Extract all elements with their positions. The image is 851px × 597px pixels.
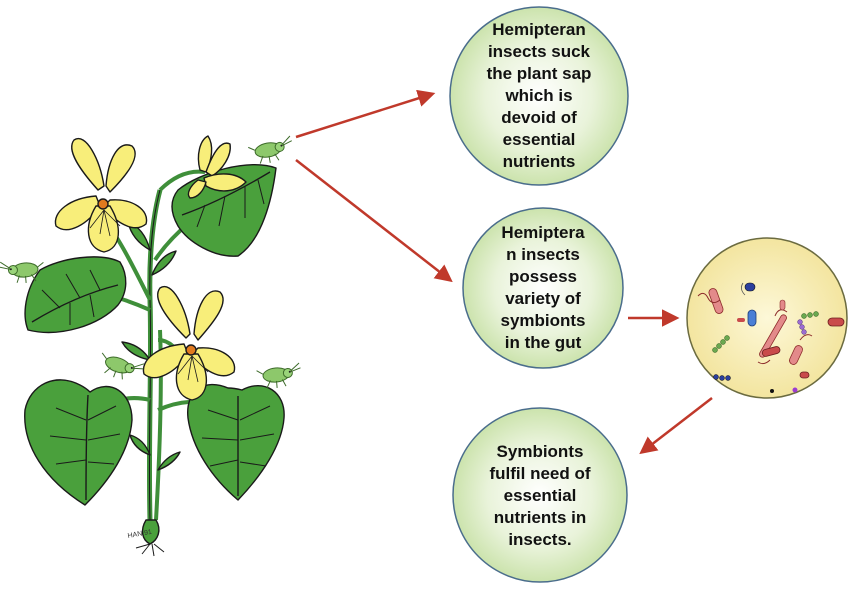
flower-side <box>187 135 247 199</box>
flow-arrows <box>295 89 713 455</box>
node-text-symbionts: Hemiptera n insects possess variety of s… <box>500 223 586 352</box>
node-text-sap: Hemipteran insects suck the plant sap wh… <box>486 20 592 171</box>
bubble-symbionts <box>462 207 624 369</box>
flower-top <box>54 137 148 253</box>
arrow-dish-to-fulfil <box>639 397 713 455</box>
arrow-plant-to-sap <box>295 89 436 139</box>
bubble-fulfil <box>452 407 628 583</box>
arrow-plant-to-symbionts <box>295 159 453 283</box>
artist-signature: HAN 91 <box>127 529 152 540</box>
node-text-fulfil: Symbionts fulfil need of essential nutri… <box>489 442 591 549</box>
flower-middle <box>142 285 236 401</box>
plant-illustration <box>24 135 285 557</box>
bacteria-dish-icon <box>686 237 848 399</box>
bubble-sap <box>449 6 629 186</box>
